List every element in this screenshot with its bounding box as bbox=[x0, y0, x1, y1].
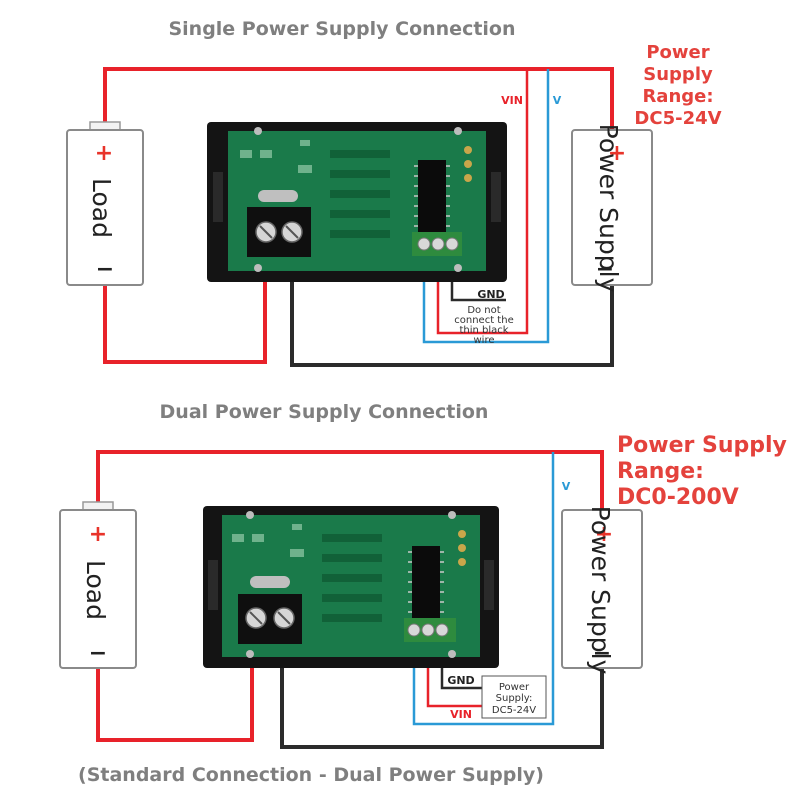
dual-supply-plus: + bbox=[595, 522, 613, 547]
svg-text:thin black: thin black bbox=[459, 325, 508, 336]
svg-text:connect the: connect the bbox=[454, 315, 513, 326]
dual-v-wire bbox=[412, 452, 555, 726]
dual-v-label: V bbox=[562, 480, 571, 493]
dual-meter-module bbox=[203, 506, 499, 668]
single-load-plus: + bbox=[95, 141, 113, 166]
single-load-minus: − bbox=[96, 257, 114, 282]
dual-load-label: Load bbox=[81, 560, 110, 620]
svg-text:Supply:: Supply: bbox=[496, 693, 533, 704]
dual-gnd-label: GND bbox=[447, 674, 474, 687]
single-wire-note: Do not connect the thin black wire bbox=[454, 305, 513, 346]
dual-title: Dual Power Supply Connection bbox=[160, 401, 489, 423]
single-v-label: V bbox=[553, 94, 562, 107]
svg-text:Power: Power bbox=[499, 682, 530, 693]
dual-red-wire-bottom bbox=[96, 628, 254, 742]
dual-supply-minus: − bbox=[593, 641, 611, 666]
dual-black-wire bbox=[280, 628, 604, 749]
dual-load-plus: + bbox=[89, 522, 107, 547]
single-title: Single Power Supply Connection bbox=[168, 18, 515, 40]
single-range-label: Power Supply Range: DC5-24V bbox=[634, 42, 721, 129]
single-supply-plus: + bbox=[608, 141, 626, 166]
single-supply-minus: − bbox=[596, 257, 614, 282]
dual-supply-label: Power Supply bbox=[586, 506, 615, 675]
svg-text:DC5-24V: DC5-24V bbox=[492, 705, 536, 716]
dual-vin-label: VIN bbox=[450, 708, 472, 721]
dual-range-label: Power Supply Range: DC0-200V bbox=[617, 433, 787, 510]
single-supply-label: Power Supply bbox=[594, 124, 623, 293]
svg-text:Supply: Supply bbox=[643, 64, 713, 85]
svg-text:Power Supply: Power Supply bbox=[617, 433, 787, 458]
single-red-wire-bottom bbox=[103, 238, 267, 364]
single-vin-wire bbox=[436, 69, 529, 335]
svg-text:DC5-24V: DC5-24V bbox=[634, 108, 721, 129]
single-supply-box: + Power Supply − bbox=[571, 124, 653, 293]
single-meter-module bbox=[207, 122, 507, 282]
svg-text:Do not: Do not bbox=[467, 305, 500, 316]
single-load-label: Load bbox=[87, 178, 116, 238]
dual-red-wire-top bbox=[96, 450, 604, 510]
svg-text:DC0-200V: DC0-200V bbox=[617, 485, 739, 510]
svg-text:Range:: Range: bbox=[642, 86, 713, 107]
svg-text:Power: Power bbox=[646, 42, 709, 63]
single-gnd-label: GND bbox=[477, 288, 504, 301]
single-load-box: + Load − bbox=[66, 121, 144, 286]
dual-load-minus: − bbox=[89, 641, 107, 666]
single-red-wire-top bbox=[103, 67, 614, 130]
single-v-wire bbox=[422, 69, 550, 344]
footer-caption: (Standard Connection - Dual Power Supply… bbox=[78, 764, 544, 786]
svg-text:Range:: Range: bbox=[617, 459, 704, 484]
dual-supply-box: + Power Supply − bbox=[561, 506, 643, 675]
single-vin-label: VIN bbox=[501, 94, 523, 107]
svg-text:wire: wire bbox=[473, 335, 494, 346]
single-black-wire bbox=[290, 238, 614, 367]
dual-load-box: + Load − bbox=[59, 501, 137, 669]
dual-aux-supply-box: Power Supply: DC5-24V bbox=[481, 675, 547, 719]
